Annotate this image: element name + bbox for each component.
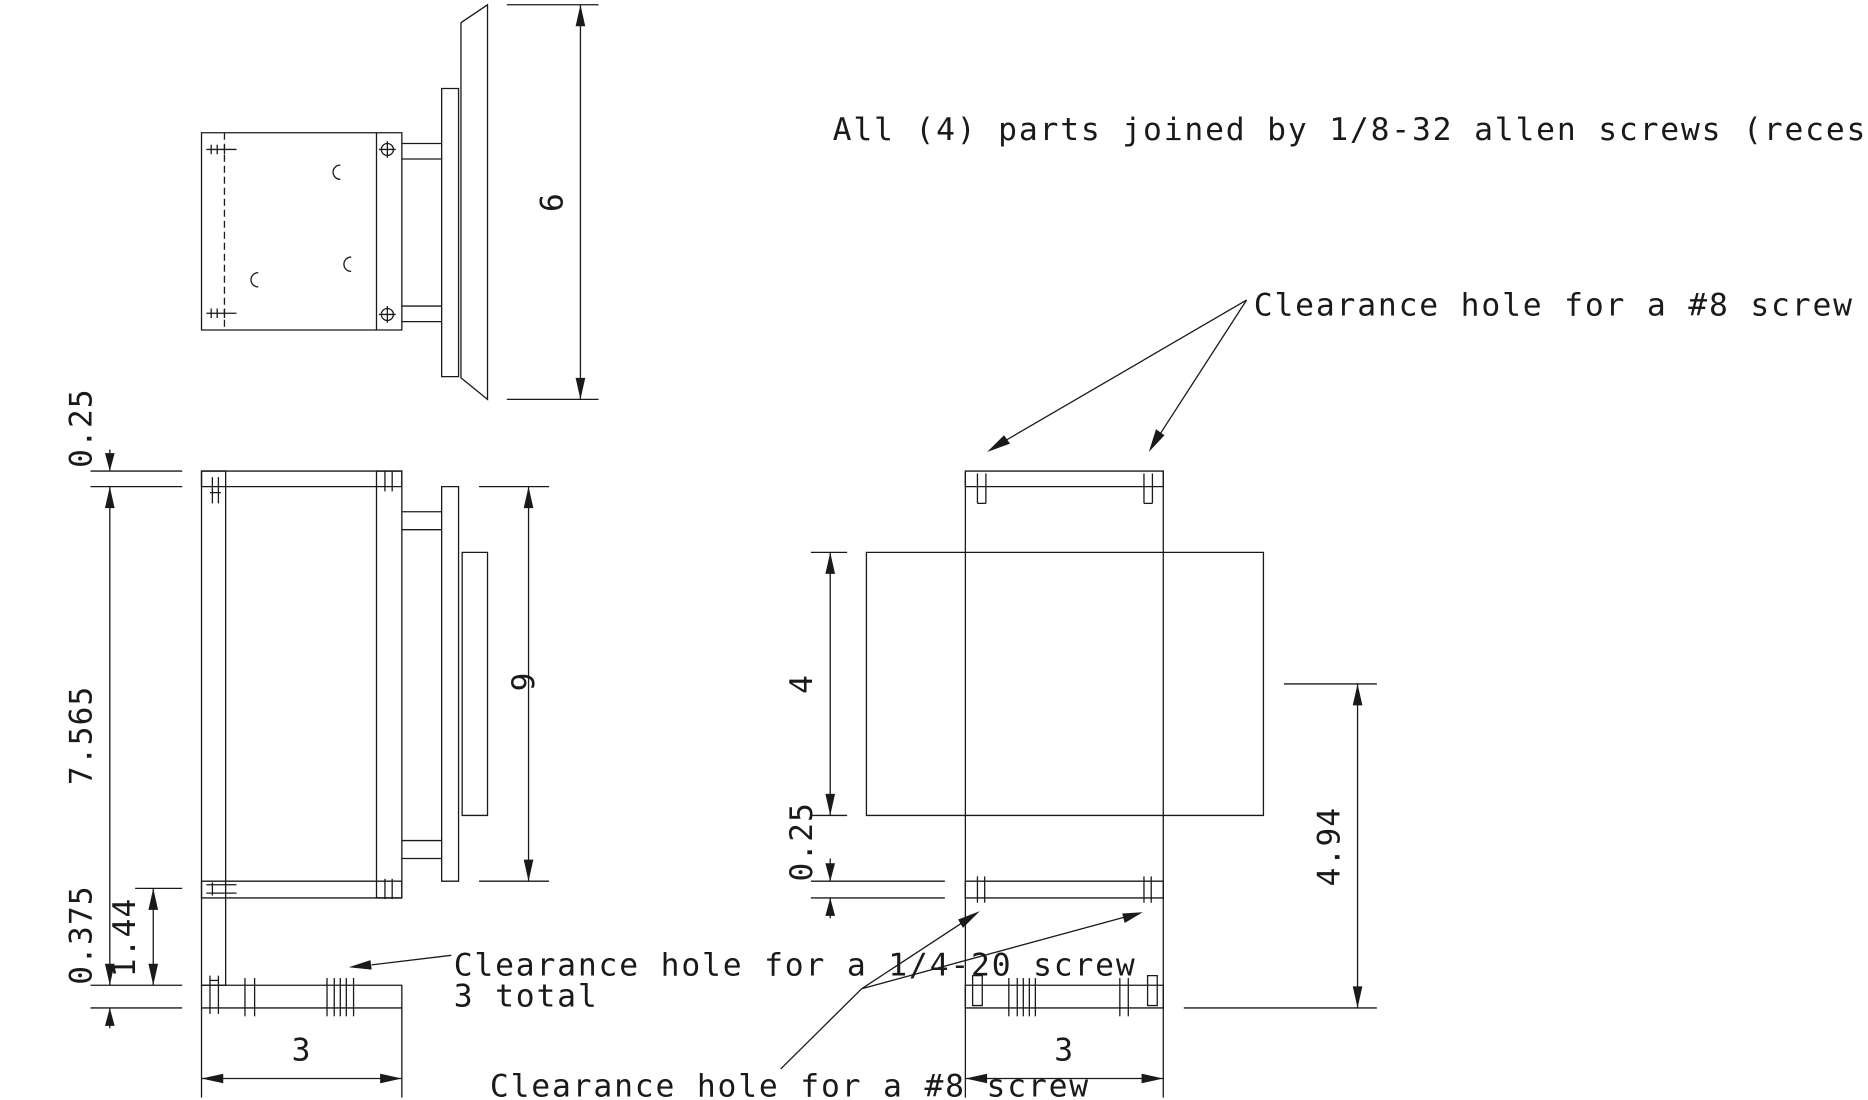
- arrowhead: [523, 859, 534, 882]
- arrowhead: [958, 911, 980, 928]
- arrowhead: [1352, 683, 1363, 706]
- side-right-post: [376, 471, 401, 898]
- arrowhead: [987, 435, 1011, 452]
- note-clearance-8-top: Clearance hole for a #8 screw: [1254, 288, 1854, 324]
- mounting-plate: [442, 88, 459, 376]
- arrowhead: [825, 897, 836, 916]
- screw-hole-icon: [379, 141, 396, 158]
- arrowhead: [104, 453, 115, 472]
- recessed-screw-symbol: [206, 308, 236, 318]
- arrowhead: [148, 888, 159, 910]
- dim-label-mount-height: 6: [504, 673, 540, 693]
- side-bottom-plate: [202, 985, 402, 1008]
- dim-label-top-view-height: 6: [534, 192, 570, 212]
- arrowhead: [1148, 429, 1165, 452]
- arrowhead: [825, 863, 836, 882]
- side-top-plate: [202, 471, 402, 487]
- leader-line: [1006, 300, 1246, 440]
- front-bottom-plate: [965, 985, 1163, 1008]
- clearance-hole-icon: [333, 165, 340, 179]
- recessed-screw-symbol: [206, 145, 236, 155]
- clearance-hole-mark: [1120, 978, 1128, 1016]
- arrowhead: [1122, 912, 1143, 924]
- screw-mark: [1148, 976, 1158, 1006]
- front-mirror-block: [866, 552, 1263, 815]
- leader-line: [1161, 300, 1247, 433]
- dim-label-shelf-height: 1.44: [107, 898, 143, 978]
- side-mirror: [462, 552, 487, 815]
- dim-label-plate-thickness: 0.25: [784, 802, 820, 882]
- arrowhead: [825, 552, 836, 574]
- top-view: 6: [202, 5, 599, 400]
- tapered-mount: [461, 5, 488, 400]
- screw-mark: [210, 976, 218, 1014]
- screw-mark: [977, 473, 985, 503]
- arrowhead: [1141, 1073, 1164, 1084]
- dim-label-front-width: 3: [1054, 1033, 1074, 1069]
- dim-label-offset: 4.94: [1311, 807, 1347, 887]
- note-clearance-quarter-count: 3 total: [454, 979, 599, 1015]
- arrowhead: [104, 1007, 115, 1026]
- dim-label-block-height: 4: [784, 674, 820, 694]
- arrowhead: [104, 963, 115, 986]
- clearance-hole-mark: [245, 978, 255, 1016]
- arrowhead: [575, 377, 586, 400]
- note-clearance-quarter: Clearance hole for a 1/4-20 screw: [454, 948, 1137, 984]
- arrowhead: [104, 486, 115, 509]
- screw-mark: [973, 976, 983, 1006]
- leader-line: [862, 917, 1125, 989]
- side-left-post: [202, 471, 226, 985]
- screw-mark: [385, 879, 392, 899]
- screw-mark: [1144, 473, 1152, 503]
- side-view: 0.25 7.565 0.375 1.44 6 3: [64, 388, 549, 1097]
- screw-mark: [1144, 876, 1151, 902]
- dim-label-bottom-gap: 0.375: [64, 885, 100, 985]
- dim-label-side-width: 3: [292, 1033, 312, 1069]
- dim-label-overall-height: 7.565: [64, 686, 100, 786]
- screw-mark: [210, 477, 221, 503]
- arrowhead: [201, 1073, 224, 1084]
- arrowhead: [348, 960, 372, 970]
- note-clearance-8-bottom: Clearance hole for a #8 screw: [490, 1069, 1090, 1100]
- clearance-hole-icon: [344, 257, 351, 271]
- screw-mark: [206, 882, 236, 895]
- leader-line: [781, 989, 862, 1069]
- clearance-hole-mark: [327, 978, 354, 1016]
- clearance-hole-icon: [251, 273, 258, 287]
- front-shelf-plate: [965, 881, 1163, 898]
- screw-mark: [977, 876, 984, 902]
- arrowhead: [380, 1073, 402, 1084]
- side-mounting-plate: [442, 487, 459, 882]
- clearance-hole-mark: [1009, 978, 1036, 1016]
- arrowhead: [148, 963, 159, 986]
- arrowhead: [523, 486, 534, 509]
- arrowhead: [825, 793, 836, 816]
- leader-line: [862, 921, 966, 989]
- top-view-body: [202, 133, 402, 330]
- screw-mark: [385, 471, 392, 491]
- front-view: 4 0.25 4.94 3: [781, 300, 1377, 1097]
- front-top-plate: [965, 471, 1163, 487]
- leader-line: [372, 955, 452, 965]
- side-shelf-plate: [202, 881, 402, 898]
- general-note: All (4) parts joined by 1/8-32 allen scr…: [833, 112, 1868, 148]
- arrowhead: [1352, 986, 1363, 1008]
- dim-label-top-plate: 0.25: [64, 388, 100, 468]
- screw-hole-icon: [379, 306, 396, 323]
- arrowhead: [575, 4, 586, 27]
- arrowhead: [965, 1073, 988, 1084]
